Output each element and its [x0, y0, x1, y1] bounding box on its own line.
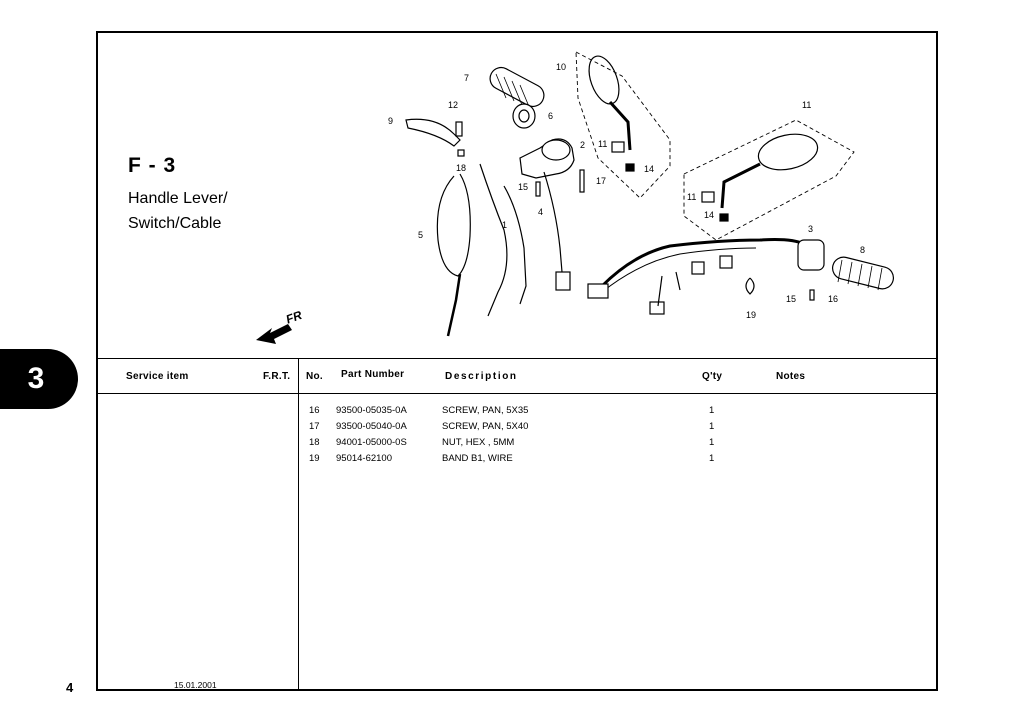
header-notes: Notes — [776, 371, 806, 382]
throttle-drum — [512, 103, 536, 129]
callout-14b: 14 — [704, 210, 714, 220]
callout-17: 17 — [596, 176, 606, 186]
mirror-right-stem — [720, 162, 761, 209]
cell-qty: 1 — [709, 405, 715, 416]
mirror-nut-11b — [701, 191, 715, 203]
section-tab: 3 — [0, 349, 78, 409]
left-grip — [831, 256, 895, 290]
callout-18: 18 — [456, 163, 466, 173]
mirror-nut-14b — [719, 213, 729, 222]
callout-19: 19 — [746, 310, 756, 320]
switch-connector — [555, 271, 571, 291]
mirror-nut-11a — [611, 141, 625, 153]
callout-15a: 15 — [518, 182, 528, 192]
table-column-rule — [298, 358, 299, 691]
figure-title-line: Switch/Cable — [128, 215, 222, 232]
callout-9: 9 — [388, 116, 393, 126]
callout-7: 7 — [464, 73, 469, 83]
cell-description: BAND B1, WIRE — [442, 453, 513, 464]
cell-qty: 1 — [709, 453, 715, 464]
page-number: 4 — [66, 680, 74, 695]
header-frt: F.R.T. — [263, 371, 291, 382]
figure-title: Handle Lever/ Switch/Cable — [128, 186, 228, 236]
callout-11b: 11 — [687, 192, 696, 202]
connector-c — [691, 261, 705, 275]
header-part-number: Part Number — [341, 369, 405, 380]
wire-band-19 — [745, 277, 755, 295]
mirror-left-stem — [608, 100, 632, 151]
cable-5-end — [446, 273, 462, 337]
svg-text:FR: FR — [284, 308, 304, 327]
callout-14a: 14 — [644, 164, 654, 174]
throttle-grip — [489, 66, 545, 108]
cell-description: NUT, HEX , 5MM — [442, 437, 515, 448]
mirror-right-head — [757, 133, 819, 171]
mirror-left-head — [588, 55, 620, 105]
direction-arrow-icon: FR — [256, 308, 304, 344]
cell-part-number: 93500-05035-0A — [336, 405, 407, 416]
callout-5: 5 — [418, 230, 423, 240]
lever-bolt-13 — [455, 121, 463, 137]
brake-lever — [405, 118, 461, 147]
footer-date: 15.01.2001 — [174, 680, 217, 690]
cable-4 — [543, 171, 563, 273]
callout-2: 2 — [580, 140, 585, 150]
header-description: Description — [445, 371, 518, 382]
cell-part-number: 95014-62100 — [336, 453, 392, 464]
page-frame — [96, 31, 938, 691]
callout-16: 16 — [828, 294, 838, 304]
connector-b — [649, 301, 665, 315]
callout-6: 6 — [548, 111, 553, 121]
screw-15b — [809, 289, 815, 301]
cable-5 — [436, 173, 471, 277]
callout-8: 8 — [860, 245, 865, 255]
callout-11a: 11 — [598, 139, 607, 149]
cable-1 — [479, 163, 508, 317]
nut-18 — [457, 149, 465, 157]
callout-10: 10 — [556, 62, 566, 72]
cell-qty: 1 — [709, 421, 715, 432]
parts-diagram: 7 10 11 12 6 9 11 2 14 18 17 15 11 4 14 … — [388, 51, 895, 337]
connector-d — [719, 255, 733, 269]
mirror-left-box — [575, 51, 671, 199]
callout-12: 11 — [802, 100, 811, 110]
callout-15b: 15 — [786, 294, 796, 304]
table-header-rule — [96, 393, 938, 394]
connector-a — [587, 283, 609, 299]
mirror-nut-14a — [625, 163, 635, 172]
screw-15a — [535, 181, 541, 197]
header-service-item: Service item — [126, 371, 189, 382]
header-no: No. — [306, 371, 324, 382]
wire-harness — [600, 238, 805, 288]
cell-part-number: 94001-05000-0S — [336, 437, 407, 448]
cell-description: SCREW, PAN, 5X40 — [442, 421, 529, 432]
cell-no: 16 — [309, 405, 320, 416]
figure-code: F - 3 — [128, 154, 177, 177]
screw-17 — [579, 169, 585, 193]
callout-1: 1 — [502, 220, 507, 230]
cell-no: 19 — [309, 453, 320, 464]
table-top-rule — [96, 358, 938, 359]
callout-13: 12 — [448, 100, 458, 110]
cell-part-number: 93500-05040-0A — [336, 421, 407, 432]
figure-title-line: Handle Lever/ — [128, 190, 228, 207]
cell-no: 18 — [309, 437, 320, 448]
callout-4: 4 — [538, 207, 543, 217]
header-qty: Q'ty — [702, 371, 723, 382]
cell-no: 17 — [309, 421, 320, 432]
cell-description: SCREW, PAN, 5X35 — [442, 405, 529, 416]
switch-housing-right — [797, 239, 825, 271]
mirror-right-box — [683, 119, 855, 241]
callout-3: 3 — [808, 224, 813, 234]
cell-qty: 1 — [709, 437, 715, 448]
